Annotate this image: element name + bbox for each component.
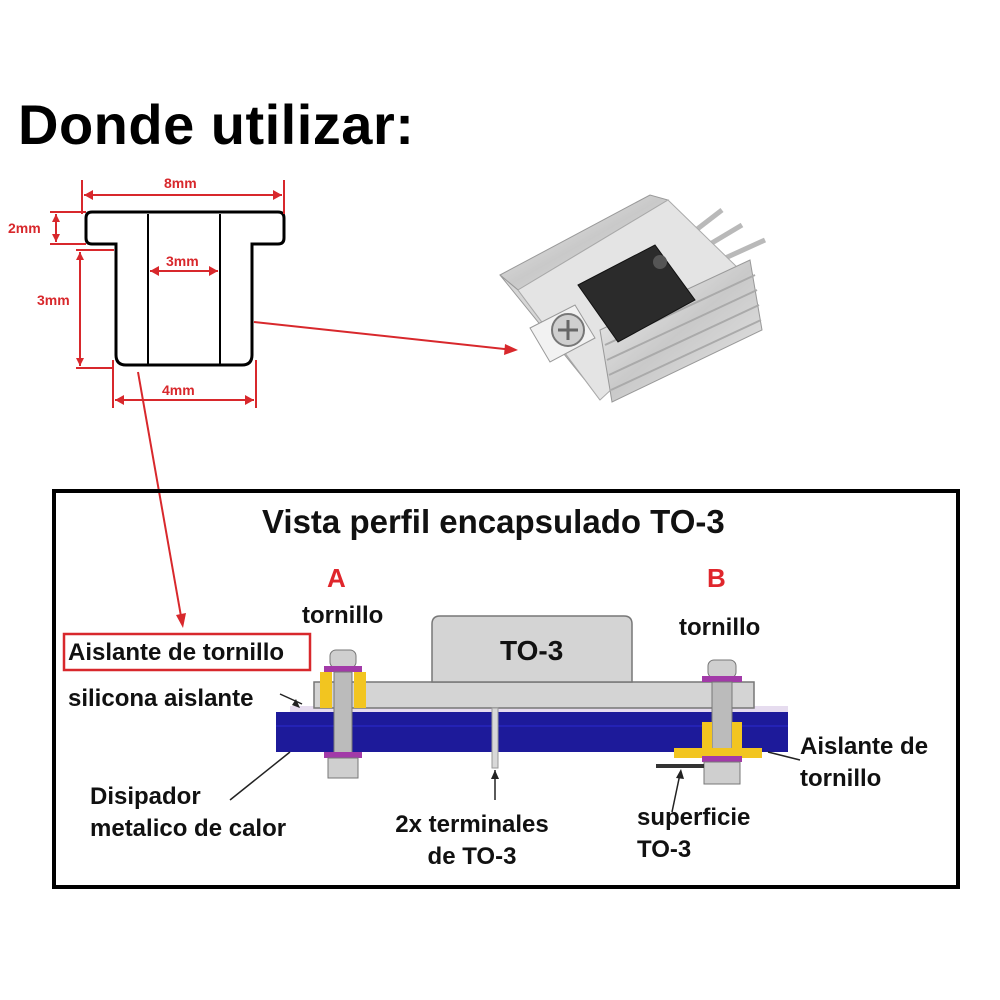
to3-package-label: TO-3: [500, 635, 564, 666]
dim-body-height: 3mm: [37, 292, 70, 308]
insulator-right-line1: Aislante de: [800, 733, 929, 760]
surface-label-line1: superficie: [637, 804, 751, 831]
profile-diagram-frame: [52, 489, 960, 889]
arrow-to-photo: [253, 321, 515, 351]
mark-a: A: [327, 563, 346, 593]
surface-label-line2: TO-3: [637, 836, 692, 863]
dim-inner-hole: 3mm: [166, 253, 199, 269]
diagram-title: Vista perfil encapsulado TO-3: [262, 503, 725, 540]
insulator-label-highlight: [62, 632, 312, 672]
page-title: Donde utilizar:: [18, 93, 415, 156]
insulator-right-line2: tornillo: [800, 765, 882, 792]
terminals-label-line1: 2x terminales: [395, 811, 549, 838]
screw-label-a: tornillo: [302, 602, 384, 629]
dim-top-width: 8mm: [164, 175, 197, 191]
insulator-label-left: Aislante de tornillo: [68, 639, 285, 666]
dim-bottom-width: 4mm: [162, 382, 195, 398]
to3-body: [431, 615, 633, 683]
screw-label-b: tornillo: [679, 614, 761, 641]
arrow-to-insulator-label: [137, 371, 183, 623]
heatsink-label-line2: metalico de calor: [90, 815, 287, 842]
terminals-label-line2: de TO-3: [427, 843, 517, 870]
heatsink-label-line1: Disipador: [90, 783, 201, 810]
heatsink-photo: [499, 194, 767, 403]
mark-b: B: [707, 563, 726, 593]
silicone-label: silicona aislante: [68, 685, 254, 712]
bushing-outline: [84, 210, 286, 367]
to3-base-plate: [313, 681, 755, 709]
dim-flange-height: 2mm: [8, 220, 41, 236]
